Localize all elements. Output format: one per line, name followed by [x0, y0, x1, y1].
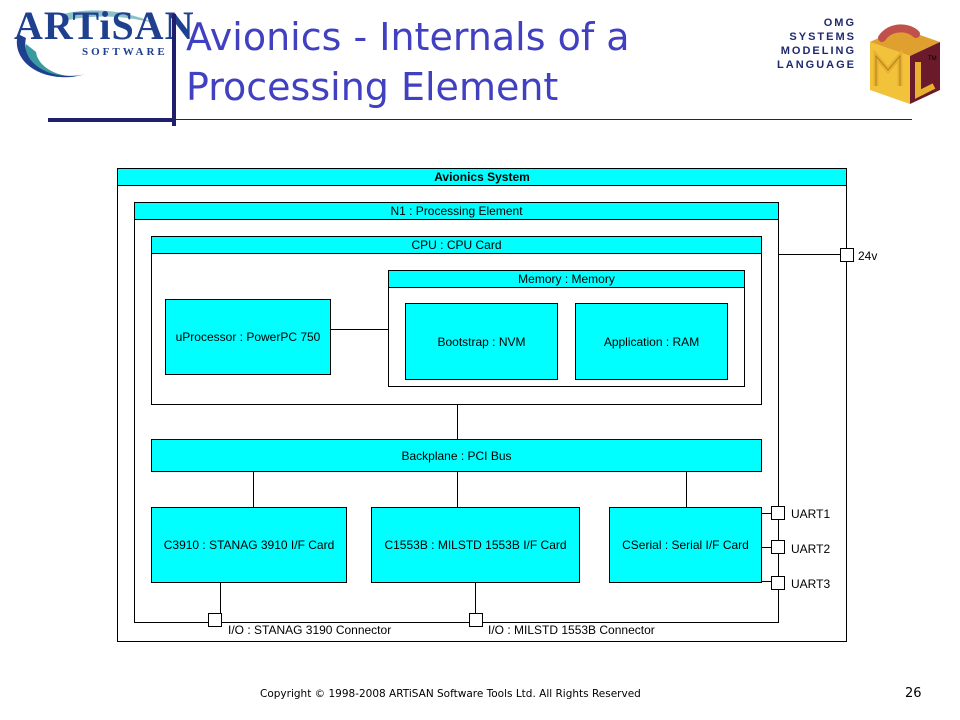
sysml-cube-icon [870, 24, 940, 104]
uprocessor-block[interactable]: uProcessor : PowerPC 750 [165, 299, 331, 375]
title-vertical-rule [172, 14, 176, 126]
omg-line-2: SYSTEMS [789, 31, 856, 43]
c1553b-card-block[interactable]: C1553B : MILSTD 1553B I/F Card [371, 507, 580, 583]
artisan-sub-text: SOFTWARE [82, 46, 168, 58]
artisan-swoosh-icon [16, 10, 158, 78]
uart1-port-label: UART1 [791, 507, 831, 521]
v24-port[interactable] [840, 248, 854, 262]
artisan-brand-text: ARTiSAN [14, 3, 195, 48]
uprocessor-label: uProcessor : PowerPC 750 [175, 330, 321, 344]
uart3-connector [762, 581, 771, 582]
cpu-backplane-connector [457, 405, 458, 439]
c1553b-label: C1553B : MILSTD 1553B I/F Card [384, 538, 567, 552]
backplane-cserial-connector [686, 472, 687, 507]
application-ram-block[interactable]: Application : RAM [575, 303, 728, 380]
io-milstd-connector [475, 583, 476, 613]
bootstrap-nvm-block[interactable]: Bootstrap : NVM [405, 303, 558, 380]
io-stanag-port[interactable] [208, 613, 222, 627]
v24-connector [779, 254, 840, 255]
processing-element-header: N1 : Processing Element [134, 202, 779, 220]
bootstrap-label: Bootstrap : NVM [437, 334, 526, 349]
uart3-port-label: UART3 [791, 577, 831, 591]
uart1-port[interactable] [771, 506, 785, 520]
uart1-connector [762, 513, 771, 514]
backplane-c1553b-connector [457, 472, 458, 507]
uart3-port[interactable] [771, 576, 785, 590]
page-title-line2: Processing Element [186, 65, 559, 109]
omg-line-1: OMG [823, 17, 856, 29]
io-stanag-connector [220, 583, 221, 613]
omg-line-3: MODELING [780, 45, 856, 57]
cserial-card-block[interactable]: CSerial : Serial I/F Card [609, 507, 762, 583]
sysml-logo: OMG SYSTEMS MODELING LANGUAGE TM [777, 12, 950, 107]
v24-port-label: 24v [858, 249, 878, 263]
backplane-label: Backplane : PCI Bus [401, 448, 512, 463]
uart2-connector [762, 547, 771, 548]
processor-memory-connector [331, 329, 388, 330]
uart2-port[interactable] [771, 540, 785, 554]
backplane-c3910-connector [253, 472, 254, 507]
io-milstd-port[interactable] [469, 613, 483, 627]
c3910-label: C3910 : STANAG 3910 I/F Card [163, 538, 335, 552]
application-label: Application : RAM [603, 334, 700, 349]
c3910-card-block[interactable]: C3910 : STANAG 3910 I/F Card [151, 507, 347, 583]
title-underline-thin [174, 119, 912, 120]
title-underline-thick [48, 118, 174, 122]
artisan-logo: ARTiSAN SOFTWARE [8, 4, 193, 84]
backplane-pci-bus-block[interactable]: Backplane : PCI Bus [151, 439, 762, 472]
cserial-label: CSerial : Serial I/F Card [622, 538, 749, 552]
page-title-line1: Avionics - Internals of a [186, 15, 630, 59]
cpu-card-header: CPU : CPU Card [151, 236, 762, 254]
uart2-port-label: UART2 [791, 542, 831, 556]
io-stanag-port-label: I/O : STANAG 3190 Connector [228, 623, 392, 637]
trademark-label: TM [928, 56, 937, 62]
memory-header: Memory : Memory [388, 270, 745, 288]
io-milstd-port-label: I/O : MILSTD 1553B Connector [488, 623, 655, 637]
omg-line-4: LANGUAGE [777, 59, 856, 71]
copyright-footer: Copyright © 1998-2008 ARTiSAN Software T… [260, 688, 641, 700]
avionics-system-header: Avionics System [117, 168, 847, 186]
page-number: 26 [905, 686, 922, 701]
